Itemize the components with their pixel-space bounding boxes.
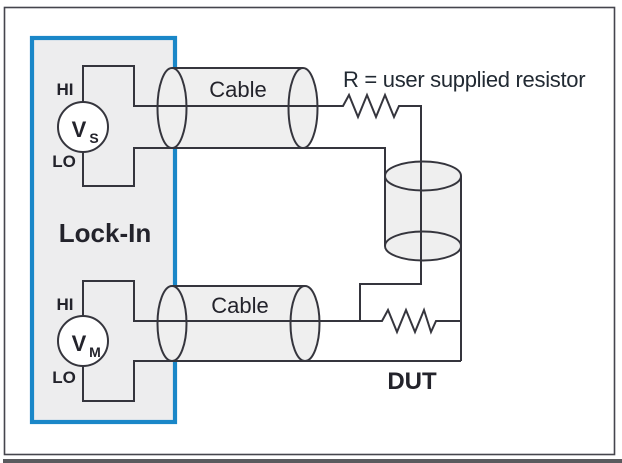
lockin-box [29, 35, 178, 425]
bottom-cable-label: Cable [211, 293, 268, 318]
lockin-title: Lock-In [59, 218, 151, 248]
wire-source-conductor-and-top-resistor [134, 92, 422, 321]
wire-meter-conductor-and-bottom-resistor [134, 307, 461, 335]
vs-hi-label: HI [57, 80, 74, 99]
bottom-rule [3, 459, 622, 463]
vs-subscript: S [89, 130, 98, 146]
top-cable-body [172, 68, 303, 148]
vs-lo-label: LO [52, 152, 76, 171]
dut-cylinder-top [384, 160, 462, 192]
top-cable-label: Cable [209, 77, 266, 102]
figure-frame [3, 6, 616, 456]
wire-top-shield [134, 147, 386, 246]
vs-symbol: V [72, 117, 87, 142]
top-cable-right-end [287, 67, 319, 149]
bottom-cable-left-end [156, 285, 188, 362]
vm-lo-label: LO [52, 368, 76, 387]
vm-hi-label: HI [57, 295, 74, 314]
top-cable-left-end [156, 67, 188, 149]
resistor-note: R = user supplied resistor [343, 67, 585, 92]
bottom-cable-body [172, 286, 305, 361]
dut-label: DUT [387, 368, 437, 395]
vm-meter-circle [57, 315, 109, 367]
vs-source-circle [57, 101, 109, 153]
vm-symbol: V [72, 331, 87, 356]
dut-cylinder-bottom [384, 230, 462, 262]
bottom-cable-right-end [289, 285, 321, 362]
vm-subscript: M [89, 344, 101, 360]
